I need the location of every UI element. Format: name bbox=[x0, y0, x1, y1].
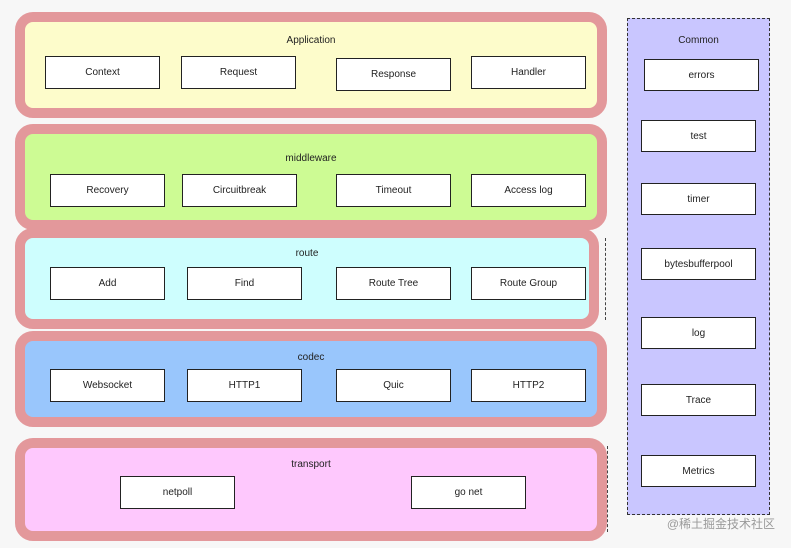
context-box: Context bbox=[45, 56, 160, 89]
http1-box: HTTP1 bbox=[187, 369, 302, 402]
transport-layer-title: transport bbox=[291, 459, 331, 470]
test-box: test bbox=[641, 120, 756, 152]
netpoll-box: netpoll bbox=[120, 476, 235, 509]
transport-dashed-edge bbox=[603, 446, 608, 532]
bytesbufferpool-box: bytesbufferpool bbox=[641, 248, 756, 280]
trace-box: Trace bbox=[641, 384, 756, 416]
log-box: log bbox=[641, 317, 756, 349]
response-box: Response bbox=[336, 58, 451, 91]
request-box: Request bbox=[181, 56, 296, 89]
http2-box: HTTP2 bbox=[471, 369, 586, 402]
middleware-layer: middleware Recovery Circuitbreak Timeout… bbox=[15, 124, 607, 230]
application-layer-title: Application bbox=[286, 35, 336, 46]
transport-layer: transport netpoll go net bbox=[15, 438, 607, 541]
codec-layer-title: codec bbox=[297, 352, 325, 363]
recovery-box: Recovery bbox=[50, 174, 165, 207]
route-group-box: Route Group bbox=[471, 267, 586, 300]
common-title: Common bbox=[678, 35, 719, 46]
codec-layer: codec Websocket HTTP1 Quic HTTP2 bbox=[15, 331, 607, 427]
route-layer: route Add Find Route Tree Route Group bbox=[15, 228, 599, 329]
metrics-box: Metrics bbox=[641, 455, 756, 487]
timeout-box: Timeout bbox=[336, 174, 451, 207]
common-panel: Common errors test timer bytesbufferpool… bbox=[627, 18, 770, 515]
add-box: Add bbox=[50, 267, 165, 300]
quic-box: Quic bbox=[336, 369, 451, 402]
middleware-layer-title: middleware bbox=[285, 153, 337, 164]
find-box: Find bbox=[187, 267, 302, 300]
watermark: @稀土掘金技术社区 bbox=[666, 517, 775, 531]
access-log-box: Access log bbox=[471, 174, 586, 207]
timer-box: timer bbox=[641, 183, 756, 215]
application-layer: Application Context Request Response Han… bbox=[15, 12, 607, 118]
route-layer-title: route bbox=[295, 248, 319, 259]
handler-box: Handler bbox=[471, 56, 586, 89]
route-dashed-edge bbox=[599, 238, 606, 320]
circuitbreak-box: Circuitbreak bbox=[182, 174, 297, 207]
errors-box: errors bbox=[644, 59, 759, 91]
go-net-box: go net bbox=[411, 476, 526, 509]
websocket-box: Websocket bbox=[50, 369, 165, 402]
route-tree-box: Route Tree bbox=[336, 267, 451, 300]
